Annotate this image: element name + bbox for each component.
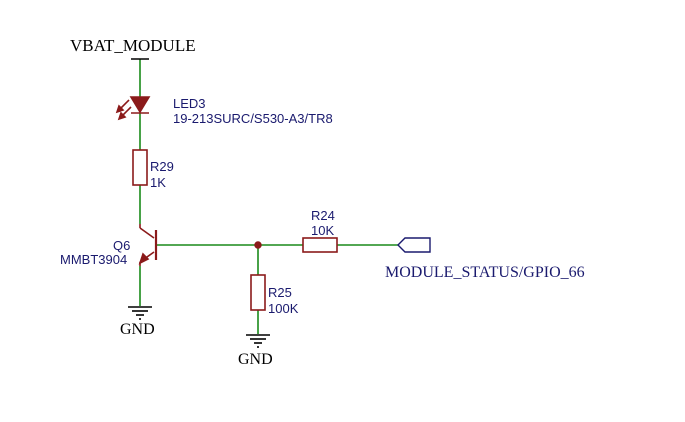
vbat-net-label: VBAT_MODULE bbox=[70, 36, 196, 55]
led3-symbol bbox=[115, 96, 151, 121]
r24-ref: R24 bbox=[311, 208, 335, 223]
q6-ref: Q6 bbox=[113, 238, 130, 253]
r29-symbol bbox=[132, 149, 148, 186]
gnd-q6-label: GND bbox=[120, 321, 155, 338]
wires bbox=[139, 59, 398, 334]
q6-value: MMBT3904 bbox=[60, 252, 127, 267]
q6-symbol bbox=[138, 224, 158, 266]
port-net-label: MODULE_STATUS/GPIO_66 bbox=[385, 264, 585, 281]
r24-value: 10K bbox=[311, 223, 334, 238]
led3-ref: LED3 bbox=[173, 96, 206, 111]
gnd-symbol-r25 bbox=[246, 334, 270, 348]
led3-value: 19-213SURC/S530-A3/TR8 bbox=[173, 111, 333, 126]
r25-symbol bbox=[250, 274, 266, 311]
r24-symbol bbox=[302, 237, 338, 253]
r25-value: 100K bbox=[268, 301, 299, 316]
r29-value: 1K bbox=[150, 175, 166, 190]
r29-ref: R29 bbox=[150, 159, 174, 174]
gnd-r25-label: GND bbox=[238, 351, 273, 368]
gnd-symbol-q6 bbox=[128, 306, 152, 320]
junction-dot bbox=[254, 241, 262, 249]
port-symbol bbox=[397, 237, 431, 253]
r25-ref: R25 bbox=[268, 285, 292, 300]
